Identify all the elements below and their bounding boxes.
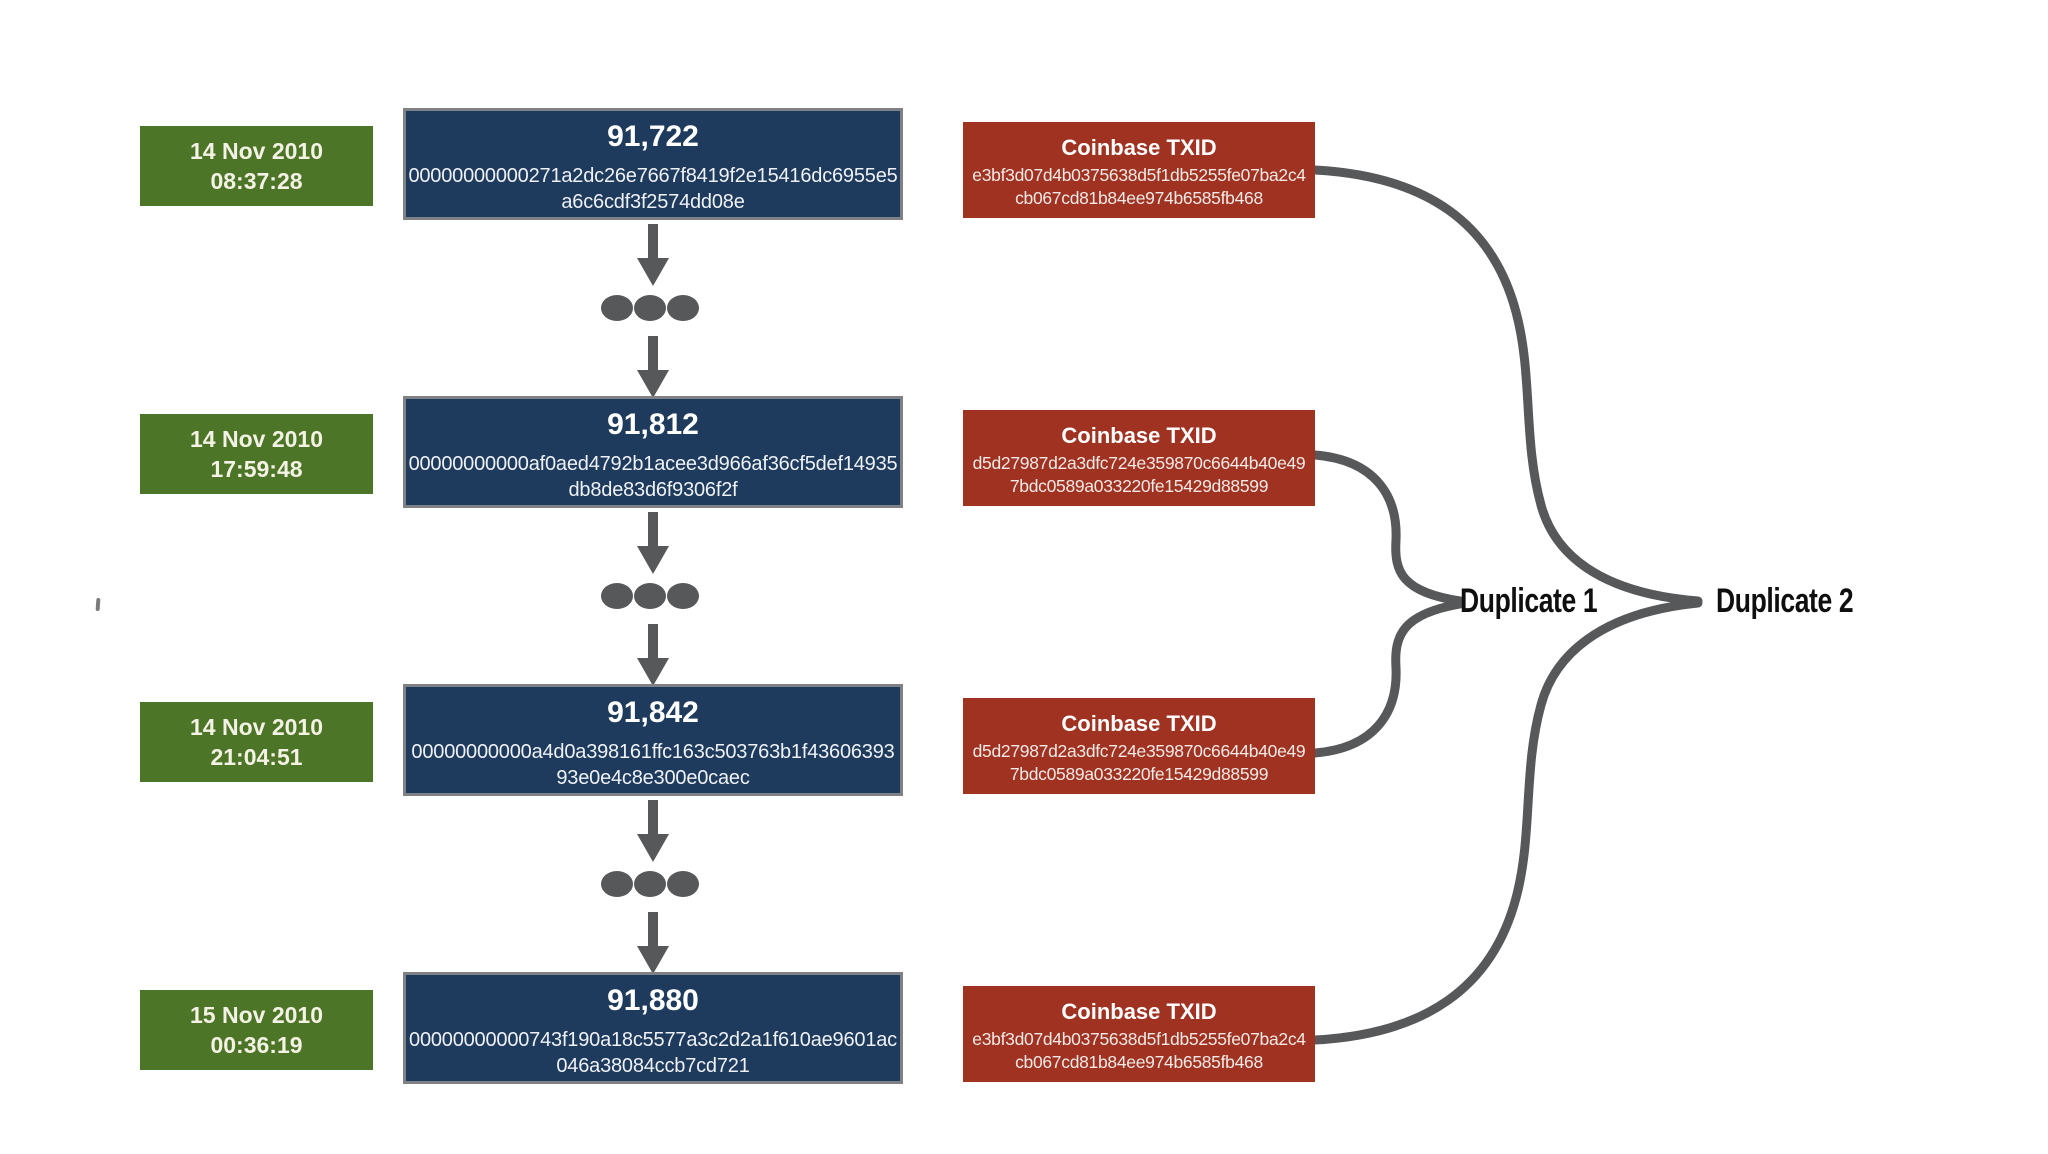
chain-gap-1 (601, 224, 699, 398)
ellipsis-dot (634, 583, 666, 609)
block-height: 91,722 (607, 120, 699, 153)
ellipsis-dot (601, 295, 633, 321)
coinbase-txid: e3bf3d07d4b0375638d5f1db5255fe07ba2c4 cb… (963, 1028, 1315, 1074)
timestamp-box-91880: 15 Nov 2010 00:36:19 (140, 990, 373, 1070)
down-arrowhead-icon (637, 658, 669, 686)
block-hash: 00000000000af0aed4792b1acee3d966af36cf5d… (406, 451, 900, 503)
coinbase-txid-line1: d5d27987d2a3dfc724e359870c6644b40e49 (972, 453, 1306, 473)
coinbase-txid: d5d27987d2a3dfc724e359870c6644b40e49 7bd… (963, 740, 1315, 786)
down-arrowhead-icon (637, 370, 669, 398)
duplicate-1-label: Duplicate 1 (1460, 582, 1598, 620)
coinbase-txid-line1: e3bf3d07d4b0375638d5f1db5255fe07ba2c4 (972, 165, 1306, 185)
coinbase-box-91842: Coinbase TXID d5d27987d2a3dfc724e359870c… (963, 698, 1315, 794)
coinbase-title: Coinbase TXID (1061, 711, 1217, 736)
block-hash-line1: 00000000000743f190a18c5577a3c2d2a1f610ae… (409, 1029, 897, 1051)
ellipsis-dot (667, 583, 699, 609)
block-hash-line1: 00000000000271a2dc26e7667f8419f2e15416dc… (408, 165, 898, 187)
duplicate-2-label: Duplicate 2 (1716, 582, 1854, 620)
duplicate2-brace-upper (1310, 165, 1703, 606)
duplicate1-brace-upper (1310, 450, 1465, 606)
timestamp-time: 21:04:51 (210, 744, 303, 770)
timestamp-date: 14 Nov 2010 (190, 426, 323, 452)
timestamp-date: 15 Nov 2010 (190, 1002, 323, 1028)
block-hash: 00000000000271a2dc26e7667f8419f2e15416dc… (406, 163, 900, 215)
chain-gap-2 (601, 512, 699, 686)
coinbase-title: Coinbase TXID (1061, 999, 1217, 1024)
coinbase-txid-line2: 7bdc0589a033220fe15429d88599 (1009, 764, 1269, 784)
timestamp-box-91722: 14 Nov 2010 08:37:28 (140, 126, 373, 206)
ellipsis-dot (667, 871, 699, 897)
block-hash-line2: 046a38084ccb7cd721 (556, 1055, 750, 1077)
block-hash-line2: a6c6cdf3f2574dd08e (561, 191, 745, 213)
block-box-91722: 91,722 00000000000271a2dc26e7667f8419f2e… (403, 108, 903, 220)
coinbase-txid: e3bf3d07d4b0375638d5f1db5255fe07ba2c4 cb… (963, 164, 1315, 210)
coinbase-txid-line2: 7bdc0589a033220fe15429d88599 (1009, 476, 1269, 496)
coinbase-txid-line2: cb067cd81b84ee974b6585fb468 (1015, 1052, 1263, 1072)
ellipsis-dot (601, 871, 633, 897)
coinbase-box-91812: Coinbase TXID d5d27987d2a3dfc724e359870c… (963, 410, 1315, 506)
down-arrowhead-icon (637, 258, 669, 286)
block-hash-line2: db8de83d6f9306f2f (568, 479, 738, 501)
block-box-91880: 91,880 00000000000743f190a18c5577a3c2d2a… (403, 972, 903, 1084)
coinbase-txid: d5d27987d2a3dfc724e359870c6644b40e49 7bd… (963, 452, 1315, 498)
block-height: 91,812 (607, 408, 699, 441)
duplicate2-brace-lower (1310, 598, 1703, 1045)
coinbase-txid-line2: cb067cd81b84ee974b6585fb468 (1015, 188, 1263, 208)
timestamp-time: 00:36:19 (210, 1032, 303, 1058)
block-hash-line1: 00000000000a4d0a398161ffc163c503763b1f43… (411, 741, 895, 763)
timestamp-date: 14 Nov 2010 (190, 714, 323, 740)
ellipsis-dot (667, 295, 699, 321)
timestamp-time: 17:59:48 (210, 456, 303, 482)
timestamp-date: 14 Nov 2010 (190, 138, 323, 164)
stray-mark (95, 597, 101, 612)
coinbase-title: Coinbase TXID (1061, 135, 1217, 160)
timestamp-box-91812: 14 Nov 2010 17:59:48 (140, 414, 373, 494)
block-hash-line1: 00000000000af0aed4792b1acee3d966af36cf5d… (408, 453, 898, 475)
block-hash-line2: 93e0e4c8e300e0caec (556, 767, 750, 789)
down-arrowhead-icon (637, 946, 669, 974)
block-height: 91,880 (607, 984, 699, 1017)
timestamp-time: 08:37:28 (210, 168, 303, 194)
chain-gap-3 (601, 800, 699, 974)
coinbase-box-91880: Coinbase TXID e3bf3d07d4b0375638d5f1db52… (963, 986, 1315, 1082)
ellipsis-dot (601, 583, 633, 609)
block-box-91812: 91,812 00000000000af0aed4792b1acee3d966a… (403, 396, 903, 508)
down-arrowhead-icon (637, 834, 669, 862)
coinbase-txid-line1: e3bf3d07d4b0375638d5f1db5255fe07ba2c4 (972, 1029, 1306, 1049)
block-box-91842: 91,842 00000000000a4d0a398161ffc163c5037… (403, 684, 903, 796)
ellipsis-dot (634, 295, 666, 321)
coinbase-title: Coinbase TXID (1061, 423, 1217, 448)
ellipsis-dot (634, 871, 666, 897)
coinbase-txid-line1: d5d27987d2a3dfc724e359870c6644b40e49 (972, 741, 1306, 761)
block-hash: 00000000000743f190a18c5577a3c2d2a1f610ae… (406, 1027, 900, 1079)
coinbase-box-91722: Coinbase TXID e3bf3d07d4b0375638d5f1db52… (963, 122, 1315, 218)
down-arrowhead-icon (637, 546, 669, 574)
duplicate1-brace-lower (1310, 599, 1465, 758)
block-height: 91,842 (607, 696, 699, 729)
timestamp-box-91842: 14 Nov 2010 21:04:51 (140, 702, 373, 782)
block-hash: 00000000000a4d0a398161ffc163c503763b1f43… (406, 739, 900, 791)
